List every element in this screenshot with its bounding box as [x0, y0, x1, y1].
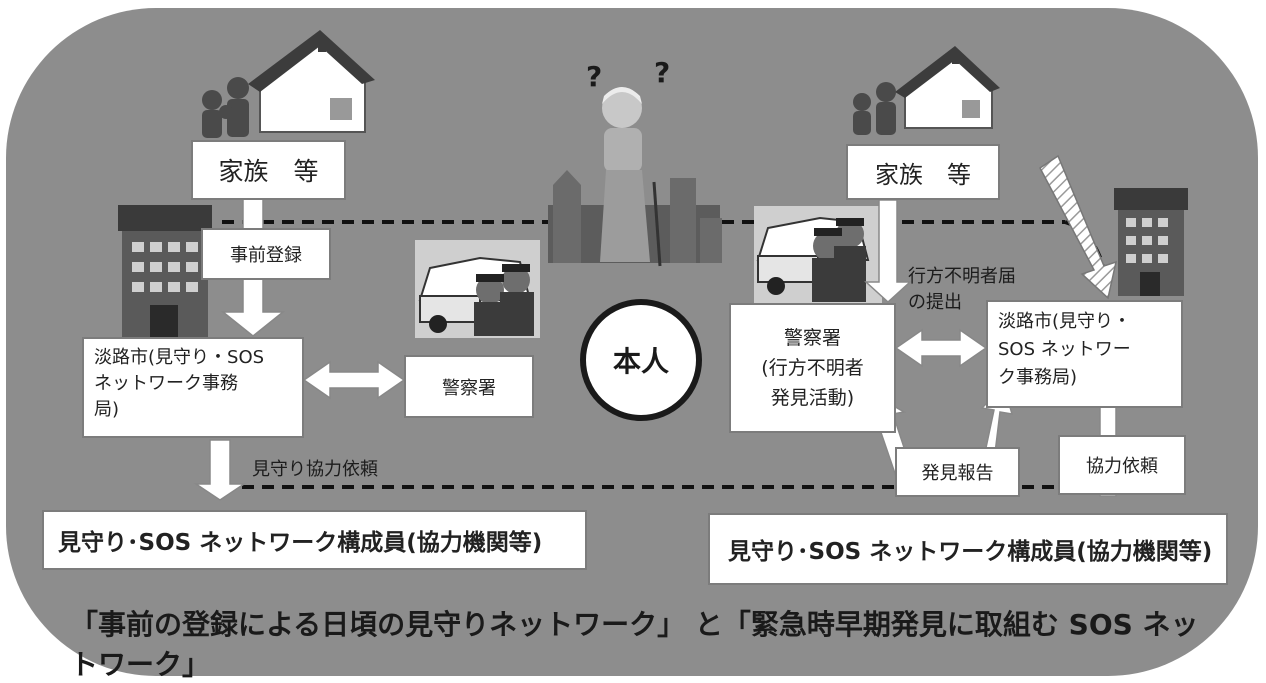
found-report-label: 発見報告 — [921, 463, 994, 484]
city-hall-icon-right — [1114, 188, 1188, 296]
city-office-right-label: 淡路市(見守り・ SOS ネットワー ク事務局) — [998, 311, 1132, 388]
house-icon-left — [248, 30, 375, 133]
arrow-police-city-right — [894, 328, 988, 368]
watch-request-label: 見守り協力依頼 — [252, 459, 378, 480]
network-members-box-left: 見守り･SOS ネットワーク構成員(協力機関等) — [42, 510, 587, 570]
family-box-left-label: 家族 等 — [218, 157, 319, 186]
elderly-person-icon: ? ? — [586, 56, 670, 267]
cooperation-label: 協力依頼 — [1086, 456, 1158, 477]
police-box-right: 警察署 (行方不明者 発見活動) — [729, 303, 896, 433]
svg-text:?: ? — [654, 56, 670, 89]
arrow-city-police-left — [302, 360, 406, 400]
police-car-icon-left — [415, 240, 540, 338]
network-members-box-right: 見守り･SOS ネットワーク構成員(協力機関等) — [708, 513, 1228, 585]
family-icon-left — [202, 77, 249, 138]
arrow-hatched-city — [1039, 154, 1118, 300]
police-left-label: 警察署 — [442, 377, 496, 399]
city-office-box-left: 淡路市(見守り・SOS ネットワーク事務 局) — [82, 337, 304, 438]
registration-label: 事前登録 — [230, 245, 302, 266]
city-office-left-label: 淡路市(見守り・SOS ネットワーク事務 局) — [94, 347, 265, 420]
svg-text:?: ? — [586, 60, 602, 93]
arrow-missing-report-down — [864, 199, 912, 304]
cooperation-box: 協力依頼 — [1058, 435, 1186, 495]
house-icon-right — [895, 46, 1000, 129]
police-right-label: 警察署 (行方不明者 発見活動) — [761, 327, 864, 409]
police-car-icon-right — [754, 206, 882, 304]
police-box-left: 警察署 — [404, 355, 534, 418]
missing-report-label: 行方不明者届 の提出 — [908, 266, 1016, 313]
person-circle-label: 本人 — [612, 345, 669, 378]
family-box-right: 家族 等 — [846, 144, 1000, 200]
registration-label-box: 事前登録 — [201, 228, 331, 280]
city-office-box-right: 淡路市(見守り・ SOS ネットワー ク事務局) — [986, 300, 1183, 408]
family-box-right-label: 家族 等 — [875, 160, 971, 189]
family-icon-right — [853, 82, 896, 135]
network-members-right-label: 見守り･SOS ネットワーク構成員(協力機関等) — [728, 539, 1213, 565]
arrow-watch-request-down — [193, 439, 247, 501]
person-circle — [580, 299, 702, 421]
family-box-left: 家族 等 — [191, 140, 346, 200]
found-report-box: 発見報告 — [895, 447, 1020, 497]
diagram-caption: 「事前の登録による日頃の見守りネットワーク」 と「緊急時早期発見に取組む SOS… — [70, 608, 1199, 681]
network-members-left-label: 見守り･SOS ネットワーク構成員(協力機関等) — [58, 530, 543, 556]
city-hall-icon-left — [118, 205, 212, 337]
